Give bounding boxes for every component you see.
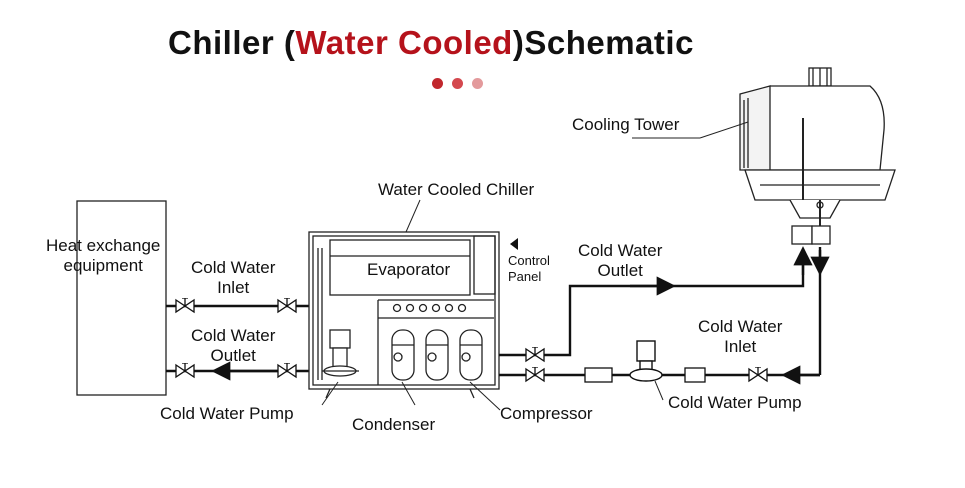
valve-icon xyxy=(748,367,768,382)
leader-lines xyxy=(321,121,749,411)
label-line: Cold Water xyxy=(191,258,276,277)
label-cold-water-inlet-left: Cold Water Inlet xyxy=(191,258,275,299)
valve-icon xyxy=(277,298,297,313)
valve-icon xyxy=(175,298,195,313)
label-line: Cold Water xyxy=(698,317,783,336)
label-heat-exchange: Heat exchange equipment xyxy=(46,236,160,277)
title-prefix: Chiller xyxy=(168,24,275,61)
title-accent: Water Cooled xyxy=(295,24,513,61)
label-cold-water-outlet-right: Cold Water Outlet xyxy=(578,241,662,282)
dot-1 xyxy=(432,78,443,89)
label-cold-water-pump-right: Cold Water Pump xyxy=(668,393,802,412)
title-dots xyxy=(432,78,483,89)
page-title: Chiller (Water Cooled)Schematic xyxy=(168,24,694,62)
label-compressor: Compressor xyxy=(500,404,593,423)
label-line: Outlet xyxy=(210,346,256,366)
label-line: Cold Water xyxy=(191,326,276,345)
label-heat-exchange-line1: Heat exchange xyxy=(46,236,161,255)
label-condenser: Condenser xyxy=(352,415,436,434)
title-suffix: Schematic xyxy=(524,24,694,61)
cooling-tower xyxy=(739,67,896,245)
chiller-unit xyxy=(308,231,500,399)
label-cooling-tower: Cooling Tower xyxy=(572,115,680,134)
label-line: Inlet xyxy=(217,278,250,298)
dot-2 xyxy=(452,78,463,89)
heat-exchange-box xyxy=(76,200,167,396)
label-line: Cold Water xyxy=(578,241,663,260)
label-line: Inlet xyxy=(724,337,757,357)
label-line: Control xyxy=(508,253,550,268)
label-cold-water-outlet-left: Cold Water Outlet xyxy=(191,326,275,367)
valve-icon xyxy=(277,363,297,378)
strainer xyxy=(684,367,706,383)
valve-icon xyxy=(525,347,545,362)
label-control-panel: Control Panel xyxy=(508,253,550,284)
cold-water-pump-right xyxy=(629,340,663,382)
dot-3 xyxy=(472,78,483,89)
valve-icon xyxy=(525,367,545,382)
strainer xyxy=(584,367,613,383)
label-line: Outlet xyxy=(597,261,643,281)
title-close-paren: ) xyxy=(512,24,525,61)
label-cold-water-inlet-right: Cold Water Inlet xyxy=(698,317,782,358)
label-heat-exchange-line2: equipment xyxy=(63,256,143,276)
control-panel-arrow-icon xyxy=(510,238,518,250)
label-cold-water-pump-left: Cold Water Pump xyxy=(160,404,294,423)
label-line: Panel xyxy=(508,268,542,284)
label-evaporator: Evaporator xyxy=(367,260,451,279)
label-water-cooled-chiller: Water Cooled Chiller xyxy=(378,180,535,199)
title-open-paren: ( xyxy=(283,24,296,61)
